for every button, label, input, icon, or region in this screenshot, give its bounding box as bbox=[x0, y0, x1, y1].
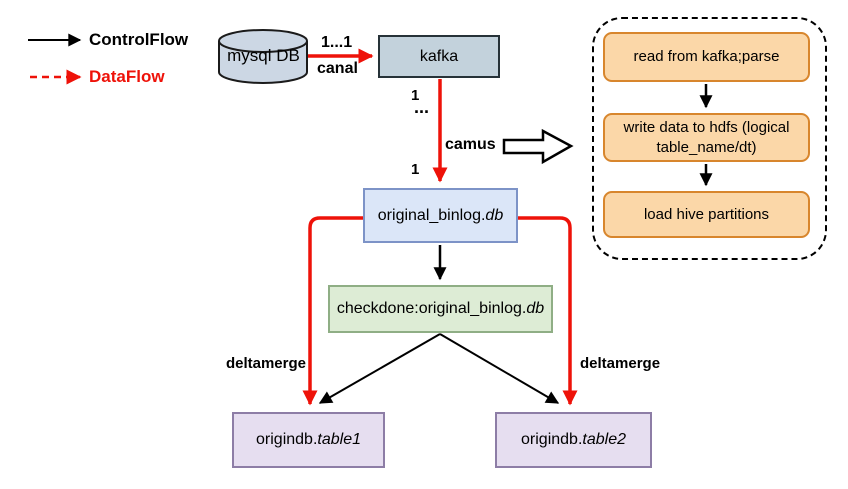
original-binlog-label-main: original_binlog. bbox=[377, 206, 486, 224]
origindb-table1-node: origindb.table1 bbox=[232, 412, 385, 468]
edge-checkdone-to-table2 bbox=[439, 333, 560, 404]
origindb-table2-label-suffix: table2 bbox=[582, 431, 626, 448]
camus-pipeline-group bbox=[592, 17, 827, 260]
checkdone-node: checkdone:original_binlog.db bbox=[328, 285, 553, 333]
origindb-table2-label-main: origindb. bbox=[521, 431, 583, 448]
pipeline-step-load-hive: load hive partitions bbox=[603, 191, 810, 238]
camus-block-arrow-icon bbox=[502, 128, 574, 165]
edge-label-canal: canal bbox=[317, 60, 358, 77]
edge-label-cardinality: 1...1 bbox=[321, 34, 353, 51]
origindb-table1-label-suffix: table1 bbox=[317, 431, 361, 448]
origindb-table1-label: origindb.table1 bbox=[256, 430, 361, 450]
pipeline-step-write-hdfs: write data to hdfs (logical table_name/d… bbox=[603, 113, 810, 162]
pipeline-step-read-kafka: read from kafka;parse bbox=[603, 32, 810, 82]
edge-label-deltamerge-right: deltamerge bbox=[580, 355, 661, 372]
edge-label-camus: camus bbox=[445, 136, 496, 153]
origindb-table2-label: origindb.table2 bbox=[521, 430, 626, 450]
legend-dataflow-label: DataFlow bbox=[89, 67, 165, 86]
edge-label-one-top: 1 bbox=[411, 87, 420, 104]
origindb-table1-label-main: origindb. bbox=[256, 431, 318, 448]
original-binlog-label-suffix: db bbox=[485, 206, 504, 224]
edge-label-one-bottom: 1 bbox=[411, 161, 420, 178]
checkdone-label: checkdone:original_binlog.db bbox=[337, 299, 544, 319]
pipeline-step-2-label: write data to hdfs (logical table_name/d… bbox=[623, 119, 790, 156]
kafka-node: kafka bbox=[378, 35, 500, 78]
edge-label-dots: ... bbox=[414, 97, 430, 117]
checkdone-label-main: checkdone:original_binlog. bbox=[336, 300, 527, 317]
pipeline-step-1-label: read from kafka;parse bbox=[633, 48, 780, 66]
original-binlog-node: original_binlog.db bbox=[363, 188, 518, 243]
kafka-node-label: kafka bbox=[419, 47, 459, 65]
origindb-table2-node: origindb.table2 bbox=[495, 412, 652, 468]
edge-checkdone-to-table1 bbox=[318, 333, 441, 404]
pipeline-step-3-label: load hive partitions bbox=[643, 205, 770, 223]
edge-label-deltamerge-left: deltamerge bbox=[225, 355, 306, 372]
original-binlog-label: original_binlog.db bbox=[378, 206, 503, 226]
checkdone-label-suffix: db bbox=[526, 300, 545, 317]
legend-controlflow-label: ControlFlow bbox=[89, 30, 189, 49]
mysql-db-node-label: mysql DB bbox=[227, 46, 300, 65]
